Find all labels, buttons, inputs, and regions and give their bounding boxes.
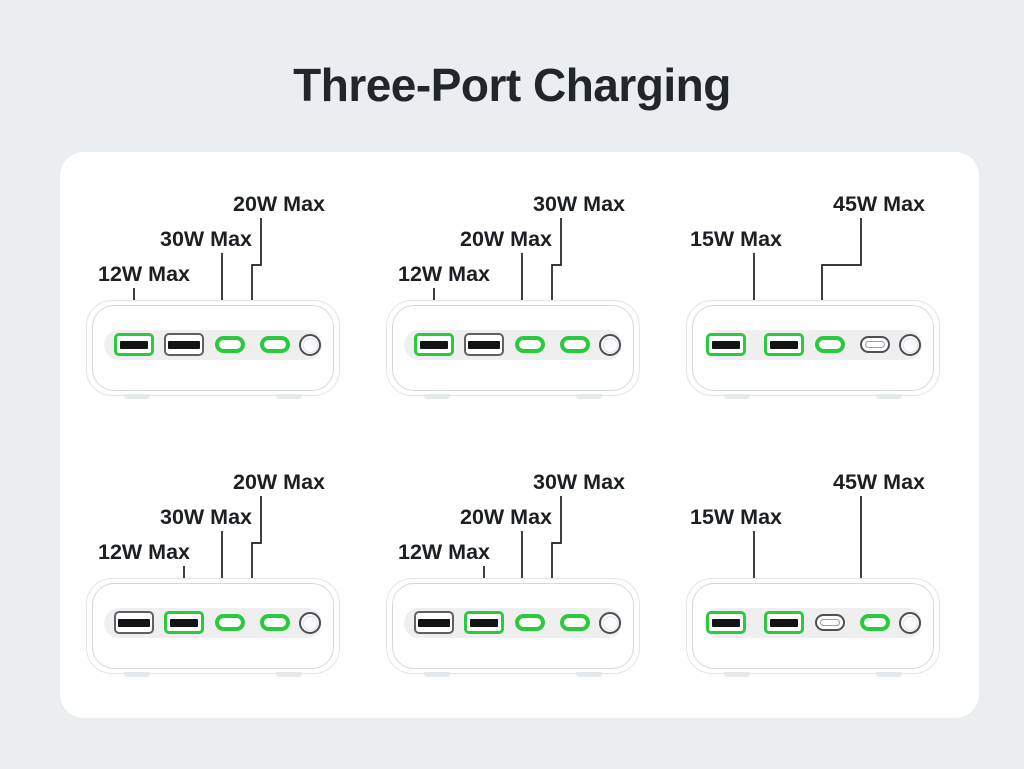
page-title: Three-Port Charging: [293, 59, 731, 111]
power-bank-body: [686, 578, 940, 677]
usb-c-slot: [864, 618, 886, 627]
port-usb-a-1[interactable]: [414, 333, 454, 356]
device-foot-right: [276, 394, 302, 399]
usb-c-slot: [564, 340, 586, 349]
usb-a-contact-bar: [170, 618, 198, 627]
device-foot-right: [876, 672, 902, 677]
content-card: 12W Max 30W Max 20W Max: [60, 152, 979, 718]
device-bottom-left: 12W Max 30W Max 20W Max: [78, 448, 378, 698]
callout-label-12w: 12W Max: [398, 262, 491, 286]
port-usb-a-1[interactable]: [706, 333, 746, 356]
callout-label-15w: 15W Max: [690, 505, 783, 529]
port-usb-c-1[interactable]: [515, 614, 545, 631]
usb-c-slot: [519, 618, 541, 627]
usb-a-contact-bar: [168, 340, 200, 349]
callout-label-45w: 45W Max: [833, 470, 926, 494]
port-usb-a-1[interactable]: [114, 333, 154, 356]
power-bank-body: [86, 300, 340, 399]
device-foot-right: [576, 672, 602, 677]
port-usb-c-2[interactable]: [260, 614, 290, 631]
device-foot-right: [276, 672, 302, 677]
usb-c-slot: [519, 340, 541, 349]
callout-label-45w: 45W Max: [833, 192, 926, 216]
usb-a-contact-bar: [468, 340, 500, 349]
port-usb-c-2[interactable]: [860, 614, 890, 631]
device-foot-right: [876, 394, 902, 399]
usb-a-contact-bar: [418, 618, 450, 627]
usb-a-contact-bar: [420, 340, 448, 349]
port-usb-a-2[interactable]: [464, 333, 504, 356]
device-foot-left: [424, 672, 450, 677]
callout-label-30w: 30W Max: [533, 192, 626, 216]
device-top-middle: 12W Max 20W Max 30W Max: [378, 170, 678, 420]
usb-a-contact-bar: [120, 340, 148, 349]
usb-c-slot: [564, 618, 586, 627]
port-usb-c-1[interactable]: [215, 614, 245, 631]
device-foot-right: [576, 394, 602, 399]
device-foot-left: [724, 394, 750, 399]
power-button[interactable]: [899, 334, 921, 356]
callout-label-15w: 15W Max: [690, 227, 783, 251]
power-bank-body: [386, 300, 640, 399]
device-foot-left: [724, 672, 750, 677]
power-button[interactable]: [299, 612, 321, 634]
device-bottom-middle: 12W Max 20W Max 30W Max: [378, 448, 678, 698]
callout-label-12w: 12W Max: [98, 262, 191, 286]
usb-a-contact-bar: [470, 618, 498, 627]
device-foot-left: [124, 672, 150, 677]
usb-c-slot: [820, 619, 840, 626]
port-usb-c-2[interactable]: [260, 336, 290, 353]
usb-c-slot: [264, 340, 286, 349]
port-usb-a-2[interactable]: [464, 611, 504, 634]
usb-a-contact-bar: [118, 618, 150, 627]
callout-label-12w: 12W Max: [398, 540, 491, 564]
port-usb-c-2[interactable]: [560, 614, 590, 631]
device-bottom-right: 15W Max 45W Max: [678, 448, 978, 698]
callout-label-20w: 20W Max: [233, 192, 326, 216]
usb-a-contact-bar: [770, 340, 798, 349]
callout-label-30w: 30W Max: [160, 505, 253, 529]
port-usb-c-2[interactable]: [560, 336, 590, 353]
usb-a-contact-bar: [770, 618, 798, 627]
callout-label-30w: 30W Max: [533, 470, 626, 494]
port-usb-c-1[interactable]: [815, 336, 845, 353]
port-usb-c-2[interactable]: [860, 336, 890, 353]
port-usb-c-1[interactable]: [815, 614, 845, 631]
power-bank-body: [86, 578, 340, 677]
usb-c-slot: [219, 340, 241, 349]
port-usb-c-1[interactable]: [515, 336, 545, 353]
usb-c-slot: [865, 341, 885, 348]
port-usb-a-2[interactable]: [164, 333, 204, 356]
port-usb-a-1[interactable]: [706, 611, 746, 634]
port-usb-a-1[interactable]: [114, 611, 154, 634]
callout-label-20w: 20W Max: [460, 227, 553, 251]
usb-a-contact-bar: [712, 618, 740, 627]
callout-label-20w: 20W Max: [233, 470, 326, 494]
callout-label-12w: 12W Max: [98, 540, 191, 564]
usb-c-slot: [819, 340, 841, 349]
device-top-right: 15W Max 45W Max: [678, 170, 978, 420]
port-usb-a-2[interactable]: [764, 333, 804, 356]
power-button[interactable]: [599, 334, 621, 356]
power-button[interactable]: [899, 612, 921, 634]
port-usb-a-1[interactable]: [414, 611, 454, 634]
usb-a-contact-bar: [712, 340, 740, 349]
usb-c-slot: [264, 618, 286, 627]
power-button[interactable]: [299, 334, 321, 356]
port-usb-a-2[interactable]: [764, 611, 804, 634]
power-bank-body: [686, 300, 940, 399]
port-usb-a-2[interactable]: [164, 611, 204, 634]
device-foot-left: [124, 394, 150, 399]
device-top-left: 12W Max 30W Max 20W Max: [78, 170, 378, 420]
callout-label-20w: 20W Max: [460, 505, 553, 529]
callout-label-30w: 30W Max: [160, 227, 253, 251]
power-button[interactable]: [599, 612, 621, 634]
usb-c-slot: [219, 618, 241, 627]
device-foot-left: [424, 394, 450, 399]
port-usb-c-1[interactable]: [215, 336, 245, 353]
power-bank-body: [386, 578, 640, 677]
